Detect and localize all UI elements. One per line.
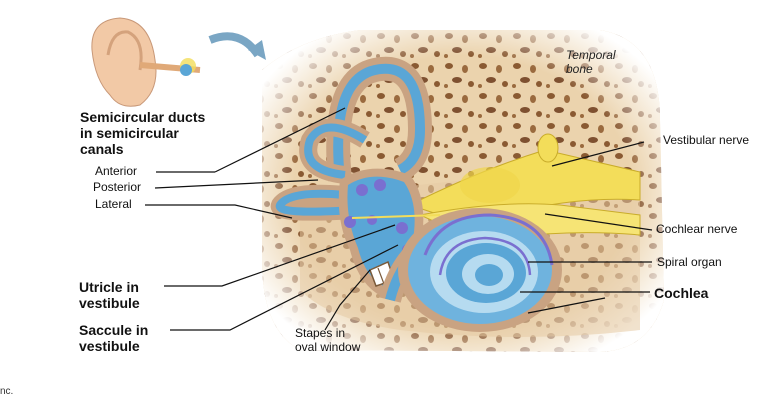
label-cochlear-nerve: Cochlear nerve	[656, 222, 738, 236]
label-cochlea: Cochlea	[654, 285, 709, 301]
label-semicircular-ducts: Semicircular ducts in semicircular canal…	[80, 109, 205, 157]
label-semicircular-line3: canals	[80, 141, 124, 158]
label-stapes-line2: oval window	[295, 339, 361, 354]
label-saccule: Saccule in vestibule	[79, 322, 148, 354]
label-stapes-line1: Stapes in	[295, 326, 346, 340]
copyright-fragment: nc.	[0, 386, 14, 397]
label-lateral: Lateral	[95, 197, 132, 211]
label-utricle-line1: Utricle in	[79, 279, 139, 295]
label-spiral-organ: Spiral organ	[657, 255, 722, 269]
ear-inset	[91, 17, 201, 107]
label-semicircular-line1: Semicircular ducts	[80, 109, 206, 125]
label-temporal-bone: Temporal bone	[566, 48, 616, 77]
label-anterior: Anterior	[95, 164, 138, 178]
label-saccule-line1: Saccule in	[79, 322, 149, 338]
label-stapes: Stapes in oval window	[295, 326, 361, 355]
cochlea-shape	[379, 208, 562, 332]
leader-lines	[145, 107, 653, 331]
label-posterior: Posterior	[93, 180, 142, 194]
label-vestibular-nerve: Vestibular nerve	[663, 133, 750, 147]
zoom-arrow	[208, 32, 266, 60]
label-utricle: Utricle in vestibule	[79, 279, 140, 311]
semicircular-canals	[270, 56, 433, 221]
label-temporal-line1: Temporal	[566, 48, 616, 62]
label-temporal-line2: bone	[566, 61, 593, 76]
label-saccule-line2: vestibule	[79, 338, 140, 355]
label-utricle-line2: vestibule	[79, 295, 140, 312]
nerve-bundle	[408, 133, 641, 243]
label-semicircular-line2: in semicircular	[80, 125, 179, 142]
